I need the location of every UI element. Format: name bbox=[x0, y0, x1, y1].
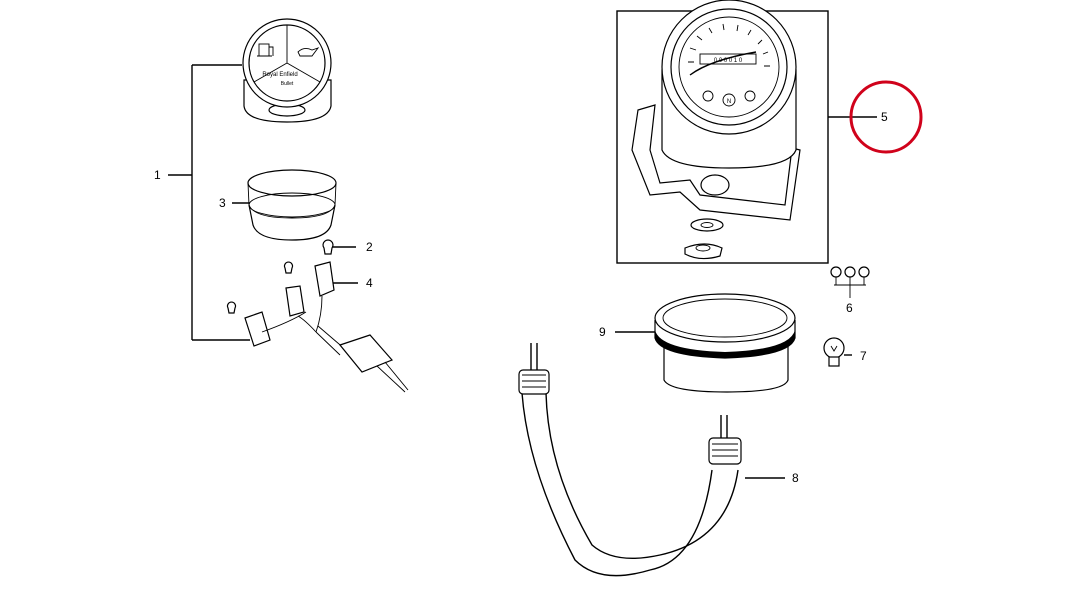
bulb-set-part-6 bbox=[830, 266, 870, 298]
bulb-part-7 bbox=[823, 337, 852, 367]
warning-lamp-gauge: Royal Enfield Bullet bbox=[242, 18, 332, 123]
callout-8: 8 bbox=[792, 471, 799, 485]
callout-2: 2 bbox=[366, 240, 373, 254]
bracket-part-1 bbox=[168, 64, 250, 341]
bezel-ring-part-3 bbox=[232, 169, 337, 241]
speedometer-box: 0 0 0 0 1 0 N bbox=[616, 0, 877, 264]
cable-part-8 bbox=[518, 343, 785, 577]
gauge-sub-text: Bullet bbox=[281, 81, 294, 87]
cover-part-9 bbox=[615, 293, 796, 393]
bulb-small-b bbox=[226, 301, 237, 314]
callout-5: 5 bbox=[881, 110, 888, 124]
callout-4: 4 bbox=[366, 276, 373, 290]
callout-1: 1 bbox=[154, 168, 161, 182]
neutral-indicator: N bbox=[727, 99, 731, 105]
odometer-reading: 0 0 0 0 1 0 bbox=[714, 58, 743, 64]
callout-9: 9 bbox=[599, 325, 606, 339]
highlight-circle bbox=[849, 80, 923, 154]
bulb-part-2 bbox=[322, 239, 356, 255]
callout-3: 3 bbox=[219, 196, 226, 210]
bulb-small-a bbox=[283, 261, 294, 274]
callout-6: 6 bbox=[846, 301, 853, 315]
callout-7: 7 bbox=[860, 349, 867, 363]
gauge-brand-text: Royal Enfield bbox=[262, 72, 297, 78]
bulb-holder-part-4 bbox=[244, 261, 409, 393]
